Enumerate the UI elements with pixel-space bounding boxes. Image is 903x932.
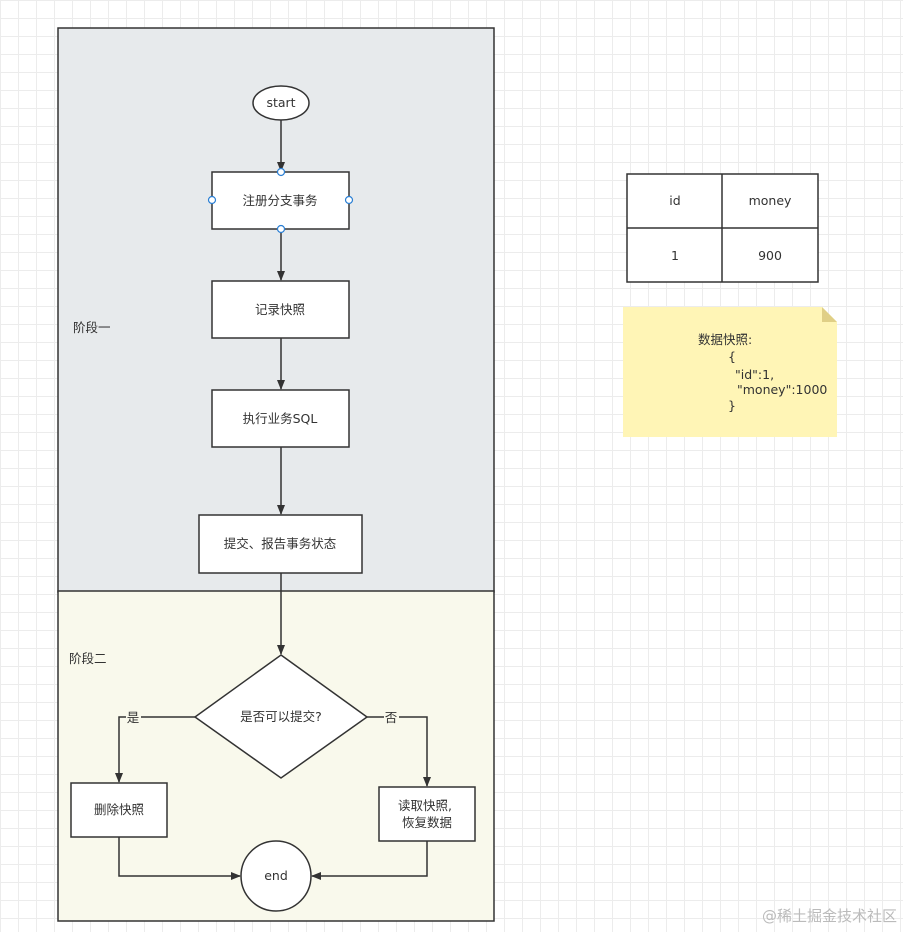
restore-label-1: 读取快照, [398,798,452,813]
record-snapshot-node[interactable]: 记录快照 [211,280,350,339]
note-line: } [728,398,736,413]
restore-label-2: 恢复数据 [402,815,452,830]
commit-report-label: 提交、报告事务状态 [224,536,337,551]
connection-handle[interactable] [344,195,354,205]
commit-report-node[interactable]: 提交、报告事务状态 [198,514,363,574]
snapshot-note[interactable]: 数据快照: { "id":1, "money":1000 } [623,307,837,437]
table-cell-id: 1 [671,248,679,263]
delete-snapshot-node[interactable]: 删除快照 [70,782,168,838]
execute-sql-node[interactable]: 执行业务SQL [211,389,350,448]
watermark: @稀土掘金技术社区 [761,907,897,925]
table-header-money: money [749,193,792,208]
note-line: "id":1, [735,367,774,382]
phase1-label: 阶段一 [73,320,111,335]
note-line: 数据快照: [698,332,752,347]
restore-data-node[interactable]: 读取快照, 恢复数据 [378,786,476,842]
table-header-id: id [669,193,680,208]
connection-handle[interactable] [276,167,286,177]
delete-label: 删除快照 [94,802,144,817]
execute-label: 执行业务SQL [243,411,318,426]
register-branch-node[interactable]: 注册分支事务 [207,167,354,234]
note-line: "money":1000 [737,382,827,397]
no-label: 否 [385,710,398,725]
decision-node[interactable]: 是否可以提交? [193,654,369,779]
end-label: end [264,868,288,883]
register-label: 注册分支事务 [242,193,317,208]
decision-label: 是否可以提交? [240,709,322,724]
connection-handle[interactable] [207,195,217,205]
end-node[interactable]: end [240,840,312,912]
phase2-label: 阶段二 [69,651,107,666]
note-line: { [728,349,736,364]
snapshot-label: 记录快照 [255,302,305,317]
connection-handle[interactable] [276,224,286,234]
yes-label: 是 [127,710,140,725]
data-table[interactable]: id money 1 900 [626,173,819,283]
start-label: start [266,95,295,110]
start-node[interactable]: start [252,85,310,121]
table-cell-money: 900 [758,248,782,263]
